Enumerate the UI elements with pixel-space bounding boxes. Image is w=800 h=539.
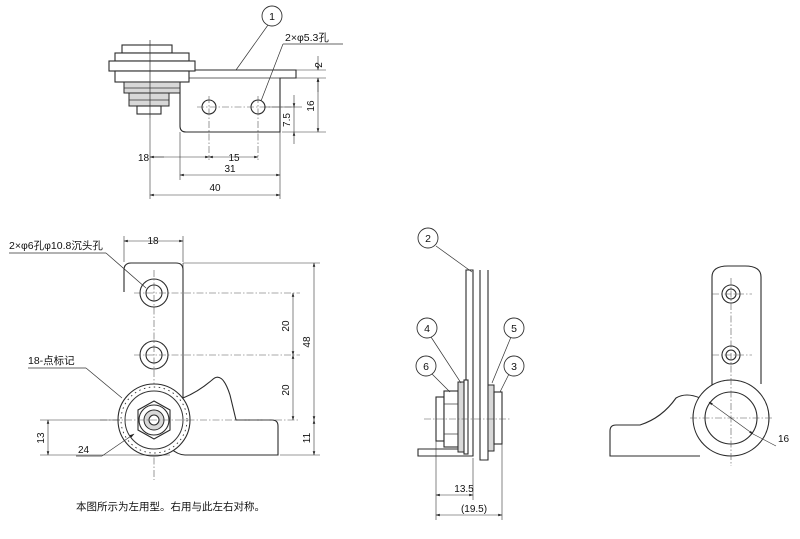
top-dim-16: 16 bbox=[306, 100, 317, 112]
front-bracket-outline bbox=[123, 262, 279, 456]
side-bracket bbox=[417, 269, 474, 457]
top-dim-31: 31 bbox=[224, 164, 236, 175]
top-dim-40: 40 bbox=[209, 183, 221, 194]
front-dim-11: 11 bbox=[302, 432, 313, 443]
front-hole-callout-leader bbox=[105, 252, 147, 289]
svg-text:4: 4 bbox=[424, 323, 430, 335]
front-dim-20a: 20 bbox=[281, 320, 292, 332]
top-dim-2: 2 bbox=[314, 62, 325, 68]
top-view: 1 2×φ5.3孔 2 16 7.5 18 15 31 40 bbox=[108, 5, 343, 199]
balloon-6 bbox=[415, 355, 437, 377]
top-dim-18: 18 bbox=[138, 153, 150, 164]
top-hole-callout-leader bbox=[260, 43, 284, 102]
top-hole-callout: 2×φ5.3孔 bbox=[285, 31, 329, 44]
top-bracket-outline bbox=[179, 69, 297, 133]
side-lock-assembly bbox=[435, 379, 503, 455]
drawing-note: 本图所示为左用型。右用与此左右对称。 bbox=[76, 500, 265, 513]
mirror-dim-16: 16 bbox=[778, 434, 790, 445]
front-marking-callout-leader bbox=[85, 367, 123, 399]
top-dim-15: 15 bbox=[228, 153, 240, 164]
top-dim-7-5: 7.5 bbox=[282, 113, 293, 127]
side-dim-13-5: 13.5 bbox=[454, 484, 474, 495]
balloon-5 bbox=[503, 317, 525, 339]
svg-text:3: 3 bbox=[511, 361, 517, 373]
front-dim-18: 18 bbox=[147, 236, 159, 247]
front-dim-48: 48 bbox=[302, 336, 313, 348]
svg-text:6: 6 bbox=[423, 361, 429, 373]
svg-text:5: 5 bbox=[511, 323, 517, 335]
side-dim-19-5: (19.5) bbox=[461, 504, 487, 515]
side-view: 2 4 5 6 3 13.5 (19.5) bbox=[415, 227, 525, 520]
balloon-2 bbox=[417, 227, 439, 249]
balloon-1-leader bbox=[235, 24, 269, 71]
front-dim-13: 13 bbox=[36, 432, 47, 444]
mirror-bracket-outline bbox=[609, 265, 762, 457]
svg-text:2: 2 bbox=[425, 233, 431, 245]
balloon-4 bbox=[416, 317, 438, 339]
front-dim-20b: 20 bbox=[281, 384, 292, 396]
front-marking-callout: 18-点标记 bbox=[28, 355, 75, 367]
balloon-3 bbox=[503, 355, 525, 377]
front-dim-24: 24 bbox=[78, 445, 90, 456]
balloon-1 bbox=[261, 5, 283, 27]
front-view: 2×φ6孔φ10.8沉头孔 18-点标记 18 20 20 48 11 13 2… bbox=[9, 236, 320, 480]
front-hole-callout: 2×φ6孔φ10.8沉头孔 bbox=[9, 239, 103, 252]
mirror-view: 16 bbox=[609, 265, 790, 466]
balloon-1-label: 1 bbox=[269, 11, 275, 23]
top-lock-stack bbox=[108, 40, 196, 118]
